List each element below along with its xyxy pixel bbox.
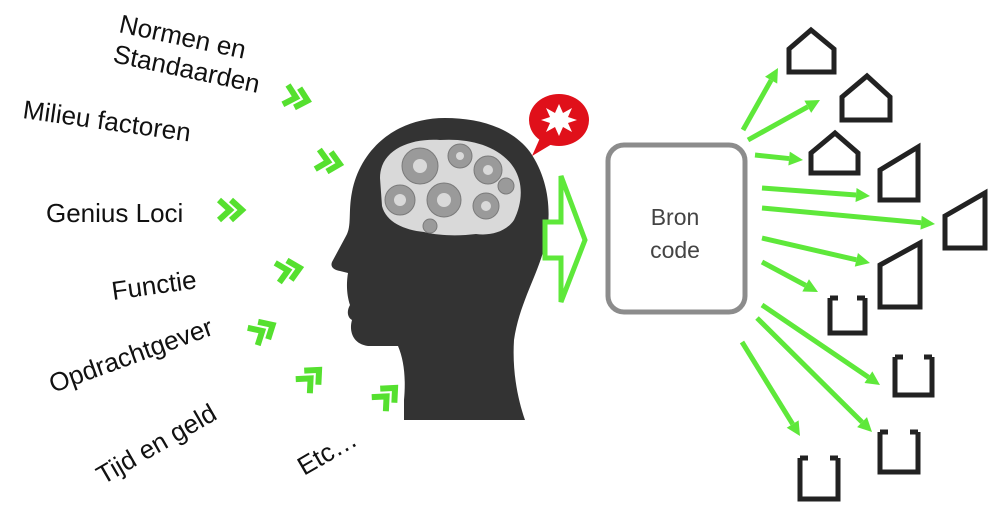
- tilted-frame-icon: [942, 188, 988, 251]
- output-arrow: [755, 316, 872, 432]
- label-milieu-factoren: Milieu factoren: [21, 94, 193, 147]
- flow-arrow-to-source: [542, 175, 588, 303]
- double-chevron-icon: [295, 366, 323, 394]
- bucket-outline-icon: [827, 295, 868, 336]
- house-outline-icon: [786, 26, 837, 75]
- output-arrow: [740, 68, 778, 132]
- house-outline-icon: [808, 129, 861, 176]
- double-chevron-icon: [313, 147, 345, 175]
- output-arrow: [760, 259, 818, 292]
- tilted-frame-icon: [877, 238, 923, 310]
- output-arrow: [761, 235, 870, 267]
- house-outline-icon: [839, 72, 893, 123]
- double-chevron-icon: [273, 257, 305, 285]
- double-chevron-icon: [371, 384, 399, 412]
- label-functie: Functie: [110, 264, 199, 306]
- chevron-group: [216, 83, 399, 412]
- double-chevron-icon: [281, 83, 312, 111]
- source-code-box: Bron code: [605, 142, 748, 315]
- bucket-outline-icon: [877, 429, 921, 475]
- output-arrow: [760, 302, 880, 385]
- label-opdrachtgever: Opdrachtgever: [45, 312, 217, 399]
- output-arrows-group: [739, 68, 935, 436]
- label-tijd-en-geld: Tijd en geld: [91, 397, 222, 490]
- output-arrow: [739, 340, 800, 436]
- output-arrow: [761, 205, 935, 230]
- double-chevron-icon: [216, 197, 247, 223]
- bucket-outline-icon: [892, 354, 935, 398]
- output-arrow: [754, 151, 803, 166]
- label-genius-loci: Genius Loci: [46, 198, 183, 228]
- bucket-outline-icon: [797, 455, 841, 502]
- label-etc: Etc…: [292, 423, 362, 481]
- source-box-line1: Bron: [651, 204, 700, 230]
- idea-burst-speech-bubble-icon: [529, 94, 589, 156]
- double-chevron-icon: [247, 318, 277, 347]
- tilted-frame-icon: [877, 142, 921, 203]
- output-arrow: [746, 100, 820, 143]
- head-with-gears-icon: [331, 118, 549, 420]
- source-box-line2: code: [650, 237, 700, 263]
- output-arrow: [761, 185, 870, 202]
